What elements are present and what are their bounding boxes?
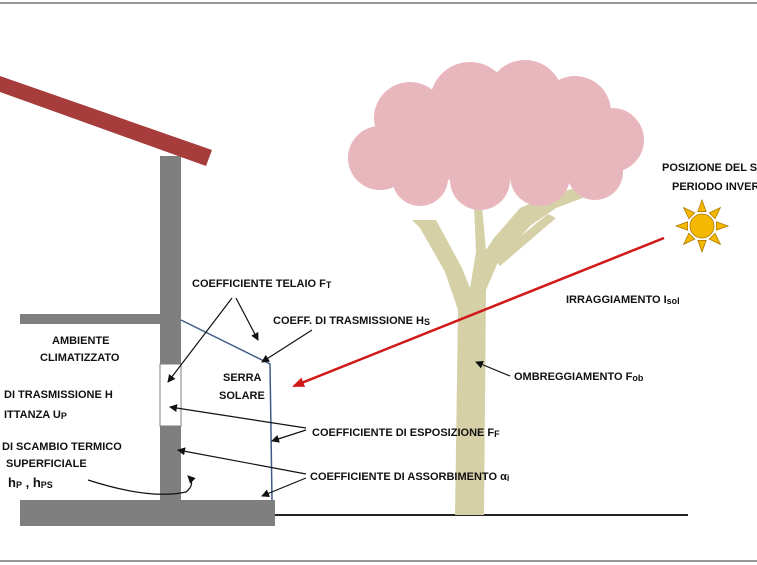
irradiance-label: IRRAGGIAMENTO Isol	[566, 294, 680, 306]
sun-position-label: POSIZIONE DEL SO	[662, 162, 757, 174]
roof	[0, 76, 212, 166]
heat-exchange-label-1: DI SCAMBIO TERMICO	[2, 441, 122, 453]
sun-period-label: PERIODO INVER	[672, 181, 757, 193]
ceiling-slab	[20, 314, 180, 324]
tree	[348, 60, 644, 515]
upper-wall	[160, 156, 181, 364]
exposure-coefficient-label: COEFFICIENTE DI ESPOSIZIONE FF	[312, 427, 500, 439]
pointer-arrows	[87, 297, 511, 498]
window-frame	[159, 363, 182, 427]
wall-transmission-label: DI TRASMISSIONE H	[4, 389, 113, 401]
surface-coefficients-label: hP , hPS	[8, 475, 53, 490]
heat-exchange-label-2: SUPERFICIALE	[6, 458, 87, 470]
greenhouse-outline	[180, 319, 273, 501]
sun-ray	[708, 206, 722, 220]
sun-disc	[689, 213, 715, 239]
room-label-2: CLIMATIZZATO	[40, 352, 120, 364]
sun-ray	[708, 232, 722, 246]
room-label-1: AMBIENTE	[52, 335, 109, 347]
shading-label: OMBREGGIAMENTO Fob	[514, 371, 644, 383]
tree-canopy	[348, 60, 644, 210]
sun-icon	[674, 198, 730, 254]
lower-wall	[160, 426, 181, 500]
tree-trunk	[412, 186, 588, 515]
sun-ray	[697, 240, 707, 254]
tree-branch-right	[494, 214, 556, 266]
absorption-coefficient-label: COEFFICIENTE DI ASSORBIMENTO αi	[310, 471, 509, 483]
greenhouse-label-1: SERRA	[223, 372, 262, 384]
sun-ray	[674, 221, 688, 231]
sun-ray	[682, 206, 696, 220]
floor-slab	[20, 500, 275, 526]
frame-coefficient-label: COEFFICIENTE TELAIO FT	[192, 278, 332, 290]
sun-ray	[697, 198, 707, 212]
transmittance-label: ITTANZA UP	[4, 409, 67, 421]
greenhouse-label-2: SOLARE	[219, 390, 265, 402]
transmission-coefficient-label: COEFF. DI TRASMISSIONE HS	[273, 315, 430, 327]
irradiance-arrow	[292, 236, 665, 388]
sun-ray	[682, 232, 696, 246]
sun-ray	[716, 221, 730, 231]
